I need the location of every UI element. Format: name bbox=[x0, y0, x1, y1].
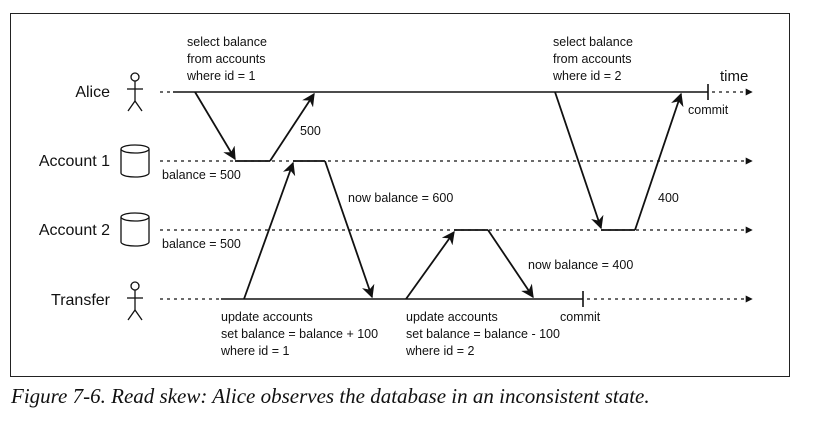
transfer-update1-line1: update accounts bbox=[221, 310, 313, 324]
transfer-update1-line3: where id = 1 bbox=[220, 344, 289, 358]
alice-query1-line2: from accounts bbox=[187, 52, 266, 66]
alice-query2-line3: where id = 2 bbox=[552, 69, 621, 83]
alice-query1-line3: where id = 1 bbox=[186, 69, 255, 83]
alice-commit-label: commit bbox=[688, 103, 729, 117]
alice-query1-line1: select balance bbox=[187, 35, 267, 49]
read2-value-label: 400 bbox=[658, 191, 679, 205]
figure-caption: Figure 7-6. Read skew: Alice observes th… bbox=[11, 384, 650, 408]
alice-query2-line1: select balance bbox=[553, 35, 633, 49]
row-label-transfer: Transfer bbox=[51, 292, 111, 309]
account2-balance-label: balance = 500 bbox=[162, 237, 241, 251]
alice-read1-path bbox=[194, 91, 315, 162]
transfer-update2-path bbox=[405, 229, 534, 300]
account2-database-icon bbox=[120, 212, 150, 247]
alice-read2-path bbox=[554, 91, 684, 231]
alice-query2-line2: from accounts bbox=[553, 52, 632, 66]
transfer-update2-line1: update accounts bbox=[406, 310, 498, 324]
transfer-update2-line3: where id = 2 bbox=[405, 344, 474, 358]
row-label-account2: Account 2 bbox=[39, 222, 110, 239]
time-axis-label: time bbox=[720, 68, 748, 85]
alice-person-icon bbox=[127, 72, 143, 112]
account1-new-balance-label: now balance = 600 bbox=[348, 191, 453, 205]
transfer-update2-line2: set balance = balance - 100 bbox=[406, 327, 560, 341]
transfer-commit-label: commit bbox=[560, 310, 601, 324]
figure-frame bbox=[10, 13, 790, 377]
row-label-account1: Account 1 bbox=[39, 153, 110, 170]
transfer-update1-path bbox=[243, 160, 375, 300]
account1-balance-label: balance = 500 bbox=[162, 168, 241, 182]
row-label-alice: Alice bbox=[75, 84, 110, 101]
transfer-person-icon bbox=[127, 281, 143, 321]
account1-database-icon bbox=[120, 144, 150, 178]
read1-value-label: 500 bbox=[300, 124, 321, 138]
account2-new-balance-label: now balance = 400 bbox=[528, 258, 633, 272]
transfer-update1-line2: set balance = balance + 100 bbox=[221, 327, 378, 341]
